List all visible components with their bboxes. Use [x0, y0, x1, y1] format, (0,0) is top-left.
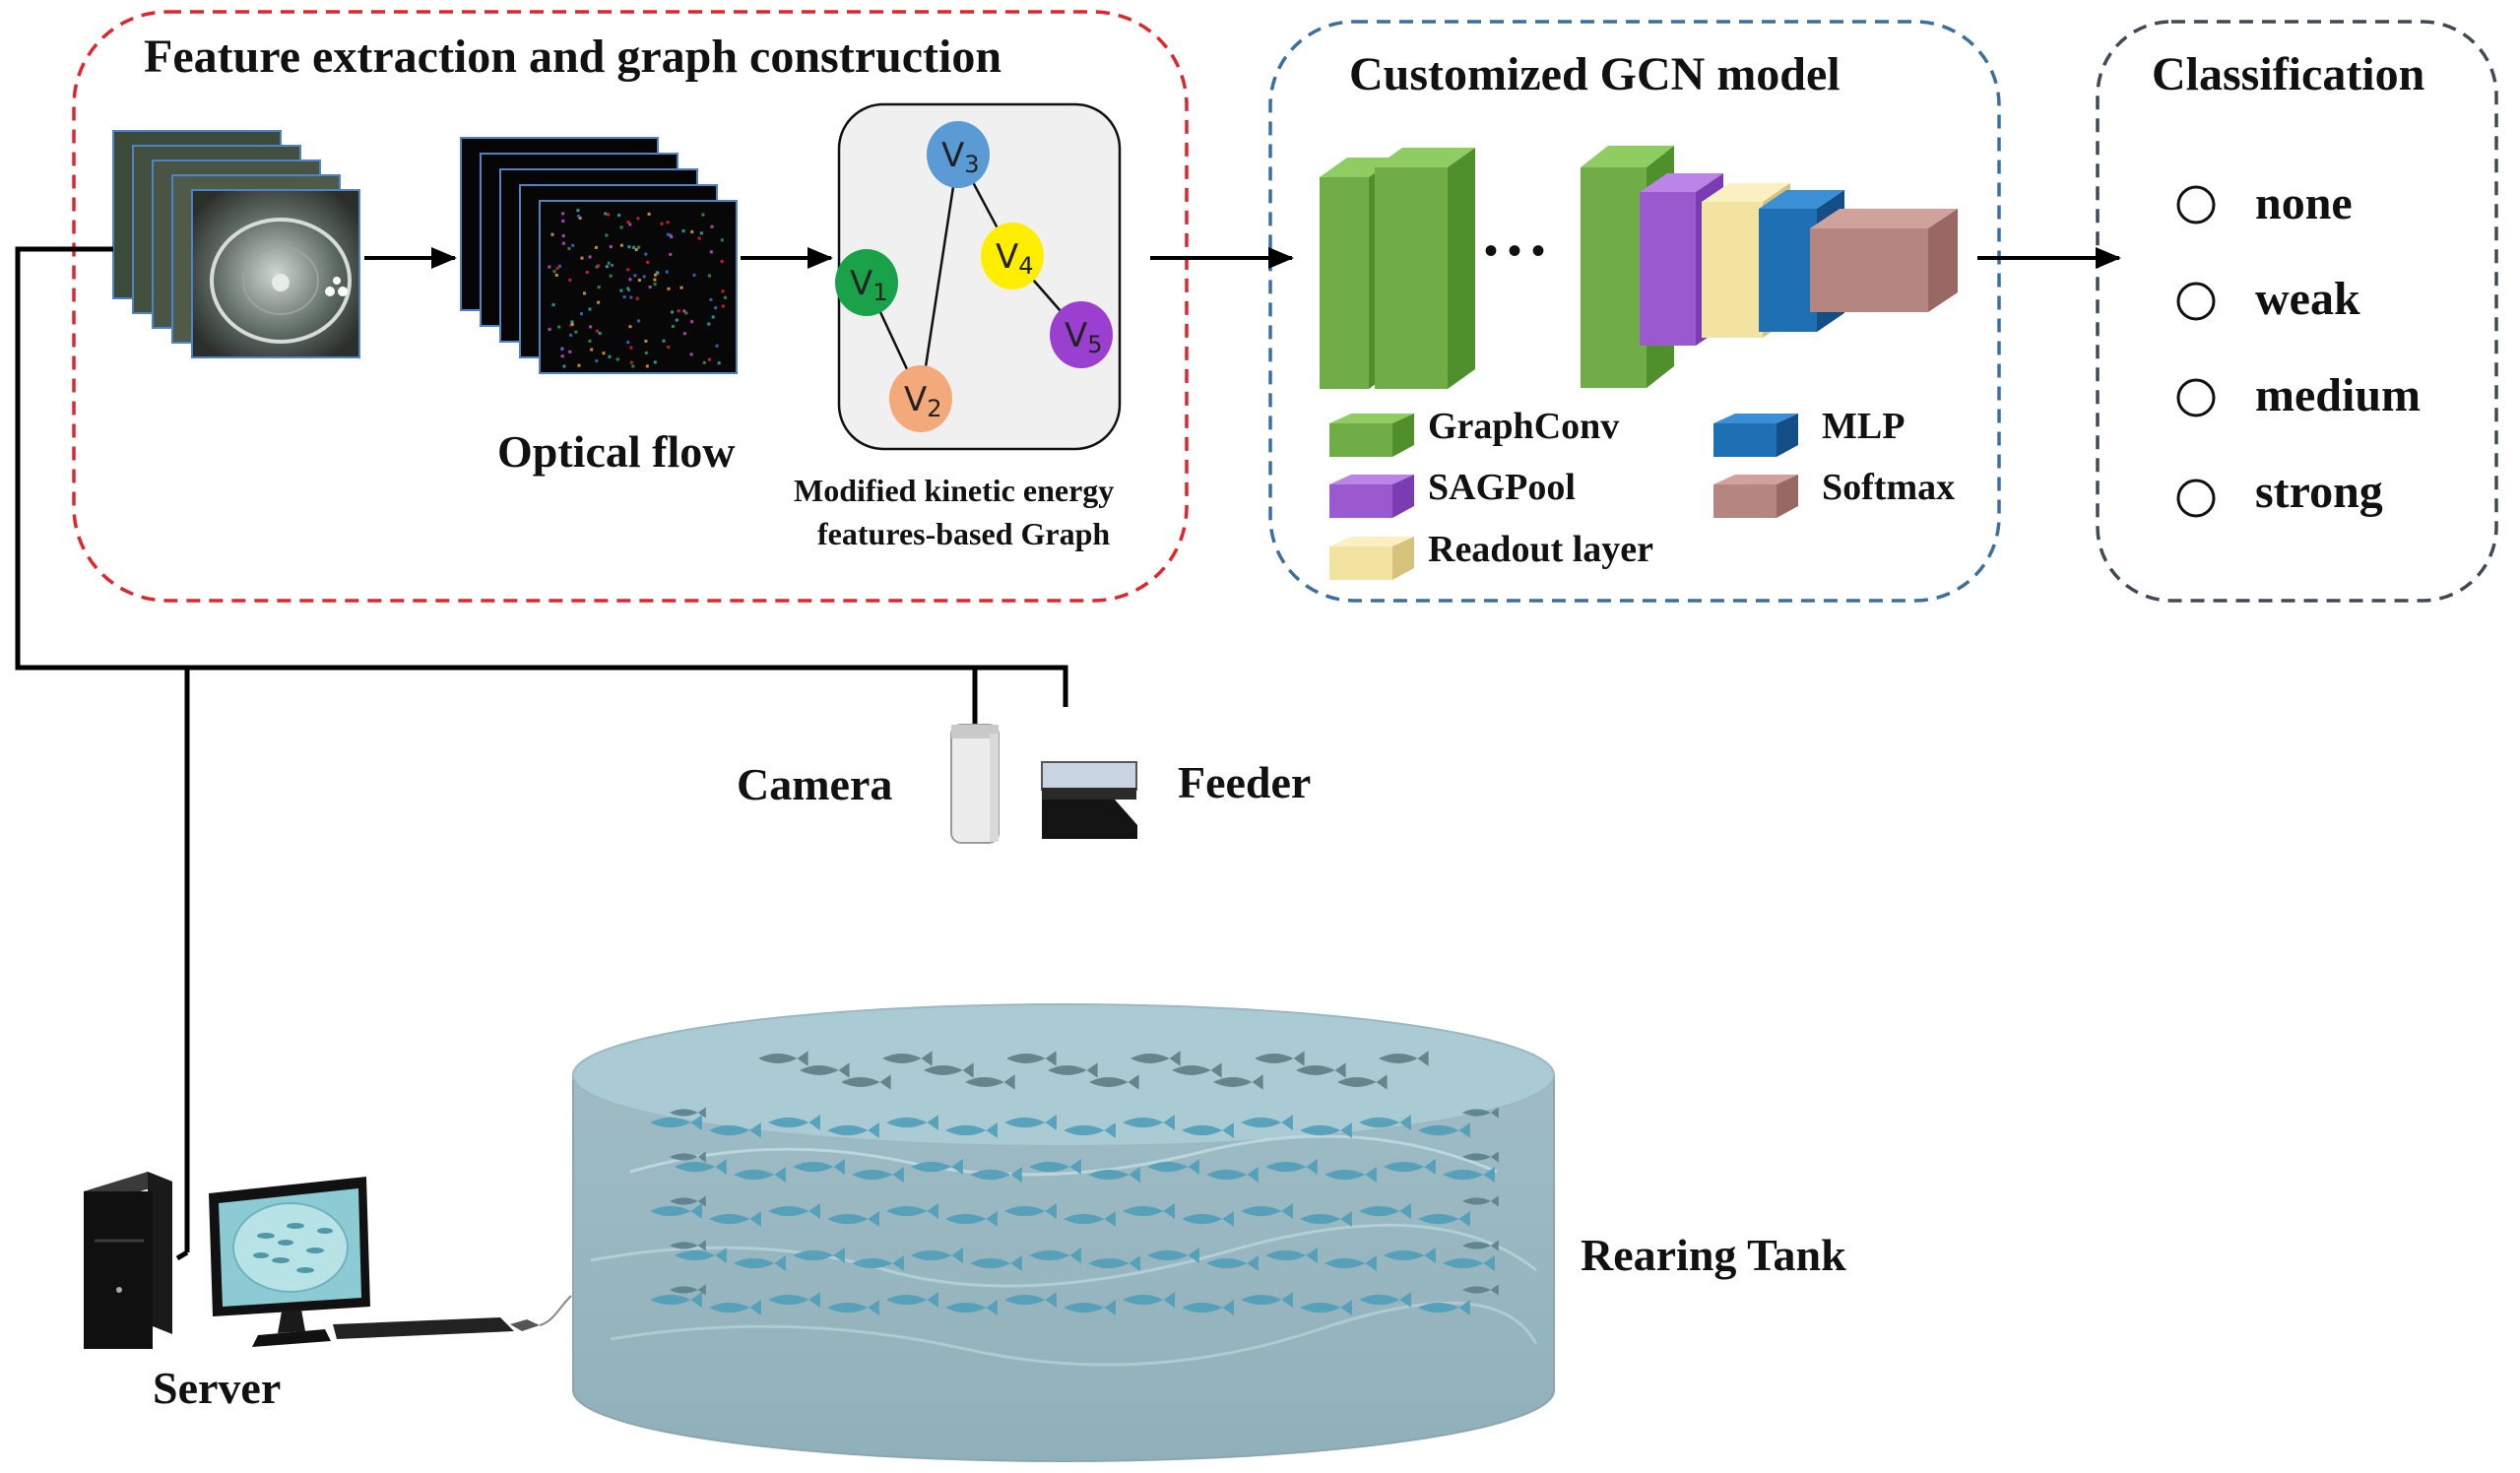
legend-swatch-sagpool — [1329, 475, 1414, 518]
classification-options — [2176, 185, 2216, 518]
gcn-ellipsis: • • • — [1484, 228, 1545, 273]
radio-strong — [2176, 479, 2216, 518]
legend-label-readout: Readout layer — [1428, 529, 1654, 570]
gcn-legend — [1329, 414, 1798, 580]
camera-label: Camera — [737, 759, 893, 809]
gcn-model-box — [1268, 20, 2001, 603]
rearing-tank — [572, 1003, 1555, 1462]
feeder-label: Feeder — [1178, 757, 1312, 807]
legend-swatch-readout — [1329, 537, 1414, 580]
radio-weak — [2176, 282, 2216, 321]
graph-node-label: V3 — [941, 136, 980, 178]
graph-node-v5: V5 — [1050, 301, 1113, 368]
radio-medium — [2176, 378, 2216, 417]
legend-swatch-mlp — [1713, 414, 1798, 457]
legend-label-graphconv: GraphConv — [1428, 406, 1620, 447]
feature-extraction-box — [72, 10, 1189, 603]
optical-flow-stack — [460, 137, 738, 374]
server-label: Server — [153, 1363, 282, 1413]
radio-none — [2176, 185, 2216, 224]
graph-edge-v3-v2 — [919, 154, 960, 400]
tank-label: Rearing Tank — [1581, 1230, 1846, 1280]
feeder-device — [1041, 761, 1137, 839]
classification-section-title: Classification — [2152, 48, 2425, 100]
optical-flow-label: Optical flow — [497, 426, 736, 477]
gcn-layer-blocks — [1320, 146, 1958, 389]
graph-node-v4: V4 — [981, 223, 1044, 289]
graph-node-v3: V3 — [927, 121, 990, 188]
legend-swatch-softmax — [1713, 475, 1798, 518]
legend-label-mlp: MLP — [1822, 406, 1906, 447]
gcn-section-title: Customized GCN model — [1349, 48, 1841, 100]
class-option-strong: strong — [2255, 466, 2383, 518]
graph-node-label: V2 — [904, 380, 942, 422]
legend-swatch-graphconv — [1329, 414, 1414, 457]
graph-label-line2: features-based Graph — [817, 516, 1111, 551]
server-computer — [84, 1172, 572, 1349]
class-option-weak: weak — [2255, 273, 2360, 325]
legend-label-sagpool: SAGPool — [1428, 467, 1576, 508]
camera-device — [950, 724, 1000, 844]
legend-label-softmax: Softmax — [1822, 467, 1956, 508]
graph-node-v1: V1 — [835, 249, 898, 316]
graph-node-v2: V2 — [889, 365, 952, 432]
class-option-medium: medium — [2255, 369, 2421, 421]
class-option-none: none — [2255, 177, 2353, 229]
wiring — [15, 246, 1068, 1261]
graph-label-line1: Modified kinetic energy — [794, 473, 1115, 508]
video-frames-stack — [112, 130, 360, 358]
feature-section-title: Feature extraction and graph constructio… — [144, 31, 1002, 83]
classification-box — [2096, 20, 2498, 603]
